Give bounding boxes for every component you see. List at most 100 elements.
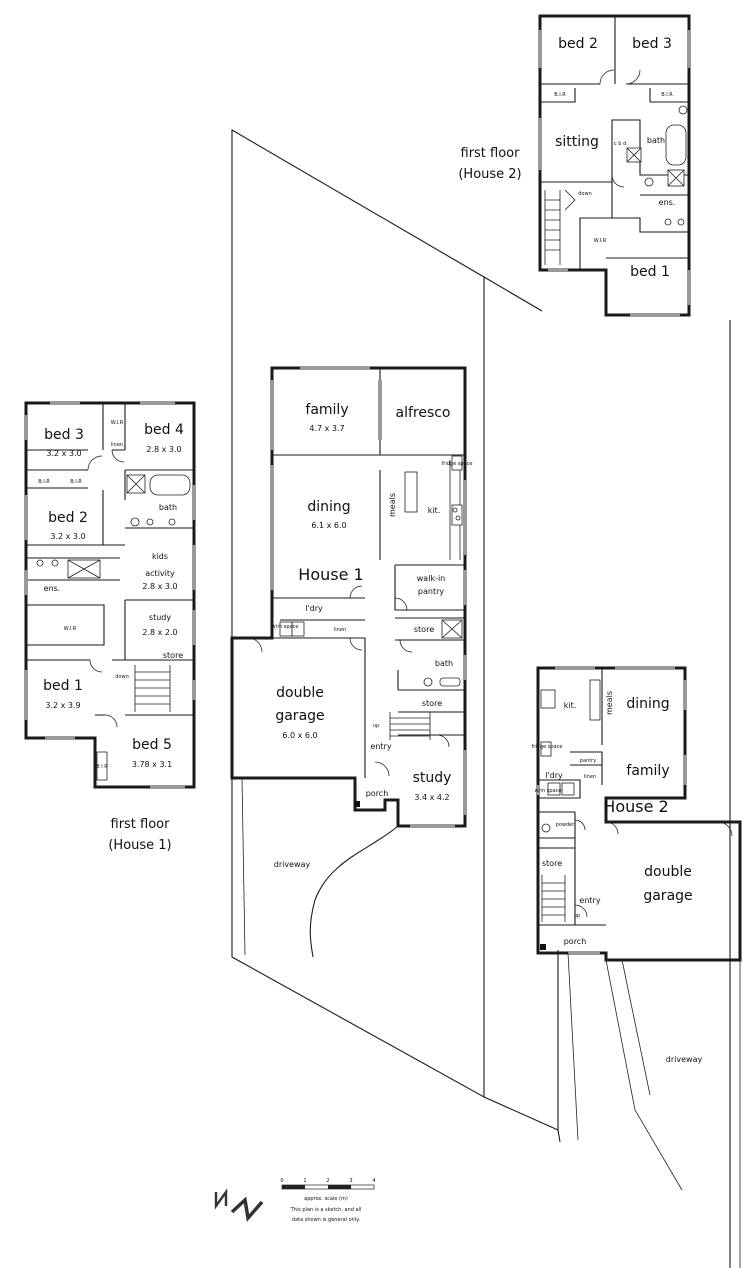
h1g-store: store: [414, 625, 434, 634]
h1g-alfresco: alfresco: [395, 405, 450, 421]
h1g-study: study: [413, 770, 452, 786]
h1ff-caption-1: first floor: [111, 817, 171, 832]
h1g-family: family: [305, 402, 348, 418]
h2ff-ens: ens.: [659, 198, 676, 207]
h2ff-caption-1: first floor: [461, 146, 521, 161]
h1ff-bed3: bed 3: [44, 427, 84, 443]
h2ff-down: down: [578, 191, 592, 197]
h2g-dining: dining: [626, 696, 669, 712]
h1g-dining: dining: [307, 499, 350, 515]
h1g-driveway: driveway: [274, 860, 311, 869]
h1ff-study-dim: 2.8 x 2.0: [142, 628, 177, 637]
h1ff-bed5-dim: 3.78 x 3.1: [132, 760, 172, 769]
h2ff-bir2: B.I.R: [661, 92, 673, 98]
house1-ground-floor-labels: family 4.7 x 3.7 alfresco dining 6.1 x 6…: [272, 402, 473, 869]
scale-tick-1: 1: [303, 1178, 306, 1184]
h1g-walkin: walk-in: [417, 574, 445, 583]
h2g-garage2: garage: [643, 888, 692, 904]
h2ff-wir: W.I.R: [594, 238, 607, 244]
h1ff-wir2: W.I.R: [111, 420, 124, 426]
h1ff-kids-dim: 2.8 x 3.0: [142, 582, 177, 591]
h2ff-sitting: sitting: [555, 134, 599, 150]
h1g-study-dim: 3.4 x 4.2: [414, 793, 449, 802]
h1ff-bed5: bed 5: [132, 737, 172, 753]
h1g-meals: meals: [388, 493, 397, 517]
h1ff-ens: ens.: [44, 584, 61, 593]
scale-bar: 0 1 2 3 4 approx. scale (m) This plan is…: [280, 1178, 375, 1223]
h2g-up: up: [574, 913, 580, 919]
house1-first-floor-plan: [24, 401, 196, 789]
h1ff-down: down: [115, 674, 129, 680]
house2-ground-floor-plan: [536, 666, 742, 1268]
h2g-garage1: double: [644, 864, 692, 880]
h2g-fridge: fridge space: [532, 744, 563, 750]
h2ff-bed1: bed 1: [630, 264, 670, 280]
h2g-pantry: pantry: [580, 758, 596, 764]
h2g-porch: porch: [564, 937, 587, 946]
h2g-wm: w/m space: [535, 788, 562, 794]
house1-ground-floor-plan: [230, 366, 467, 958]
house2-first-floor-plan: [538, 14, 691, 317]
scale-tick-2: 2: [326, 1178, 329, 1184]
h1ff-bed3-dim: 3.2 x 3.0: [46, 449, 81, 458]
scale-note-2: data shown is general only.: [292, 1217, 361, 1223]
h1ff-bir3: B I R: [96, 764, 108, 770]
h2g-family: family: [626, 763, 669, 779]
h1g-fridge: fridge space: [442, 461, 473, 467]
h2g-house2-label: House 2: [603, 797, 668, 816]
h2ff-bir1: B.I.R: [554, 92, 566, 98]
scale-tick-0: 0: [280, 1178, 283, 1184]
h2g-meals: meals: [605, 691, 614, 715]
h1g-pantry: pantry: [418, 587, 444, 596]
h2ff-bath: bath: [647, 136, 665, 145]
scale-note-1: This plan is a sketch, and all: [290, 1207, 362, 1213]
h1ff-study: study: [149, 613, 171, 622]
h1ff-caption-2: (House 1): [108, 838, 171, 853]
scale-title: approx. scale (m): [304, 1196, 348, 1202]
h2ff-bed2: bed 2: [558, 36, 598, 52]
h1g-wm: w/m space: [272, 624, 299, 630]
h1g-garage2: garage: [275, 708, 324, 724]
h1g-linen: linen: [334, 627, 346, 633]
h1ff-kids: kids: [152, 552, 168, 561]
h1g-kit: kit.: [428, 506, 441, 515]
h1ff-bed4-dim: 2.8 x 3.0: [146, 445, 181, 454]
house2-ground-floor-labels: kit. meals dining family pantry linen l'…: [532, 691, 703, 1064]
h2g-driveway: driveway: [666, 1055, 703, 1064]
h1ff-activity: activity: [145, 569, 175, 578]
h1ff-store: store: [163, 651, 183, 660]
h1g-family-dim: 4.7 x 3.7: [309, 424, 344, 433]
h2g-store: store: [542, 859, 562, 868]
h2ff-bed3: bed 3: [632, 36, 672, 52]
h1ff-linen: linen: [111, 442, 123, 448]
h2g-linen: linen: [584, 774, 596, 780]
scale-tick-3: 3: [349, 1178, 352, 1184]
house2-first-floor-labels: bed 2 bed 3 sitting bath ens. bed 1 W.I.…: [458, 36, 675, 280]
h2ff-caption-2: (House 2): [458, 167, 521, 182]
house1-first-floor-labels: bed 3 3.2 x 3.0 bed 4 2.8 x 3.0 bed 2 3.…: [38, 420, 184, 853]
scale-tick-4: 4: [372, 1178, 375, 1184]
h1g-entry: entry: [370, 742, 391, 751]
h1g-store2: store: [422, 699, 442, 708]
h2g-entry: entry: [579, 896, 600, 905]
h1ff-bed1: bed 1: [43, 678, 83, 694]
h1g-dining-dim: 6.1 x 6.0: [311, 521, 346, 530]
h1ff-bed1-dim: 3.2 x 3.9: [45, 701, 80, 710]
h2g-kit: kit.: [564, 701, 577, 710]
h1ff-bath: bath: [159, 503, 177, 512]
h1g-ldry: l'dry: [305, 604, 323, 613]
h2g-powder: powder: [556, 822, 576, 828]
h1ff-bir1: B.I.R: [38, 479, 50, 485]
h1ff-wir: W.I.R: [64, 626, 77, 632]
h1g-house1-label: House 1: [298, 565, 363, 584]
h1g-garage1: double: [276, 685, 324, 701]
h2g-ldry: l'dry: [545, 771, 563, 780]
h1g-garage-dim: 6.0 x 6.0: [282, 731, 317, 740]
h1g-porch: porch: [366, 789, 389, 798]
north-arrow-icon: [214, 1188, 264, 1222]
h1ff-bir2: B.I.R: [70, 479, 82, 485]
h1g-up: up: [373, 723, 379, 729]
h2ff-cbd: c b d: [614, 141, 626, 147]
h1ff-bed2-dim: 3.2 x 3.0: [50, 532, 85, 541]
